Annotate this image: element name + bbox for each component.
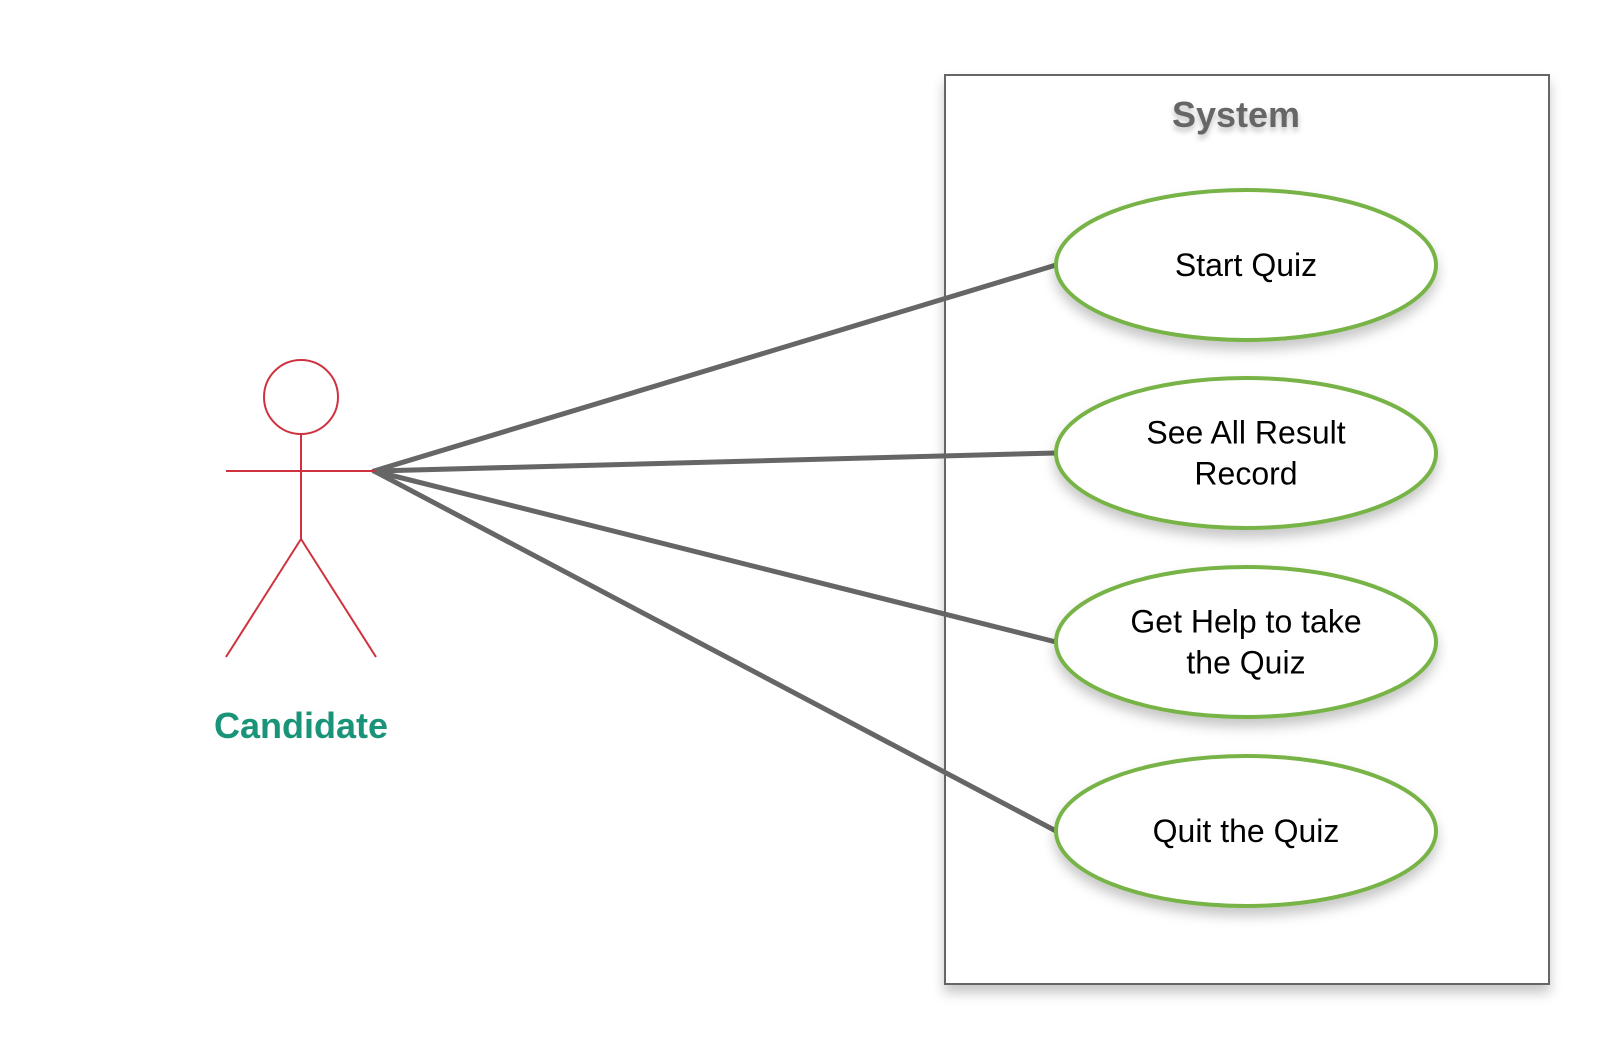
association-quit-quiz [371,468,1059,834]
actor-candidate [225,359,377,658]
system-label: System [1172,94,1300,135]
use-case-ellipse [1054,754,1438,908]
use-case-label: Get Help to take [1130,604,1361,640]
use-case-label: Record [1194,456,1297,492]
use-case-ellipse [1054,565,1438,719]
association-start-quiz [371,262,1059,474]
associations [371,262,1059,834]
use-case-label: Start Quiz [1175,247,1317,283]
use-case-quit-quiz: Quit the Quiz [1054,754,1438,908]
use-case-label: the Quiz [1186,645,1305,681]
association-get-help [371,468,1059,645]
use-case-label: Quit the Quiz [1153,813,1340,849]
association-see-all-result-record [371,450,1059,474]
actor-label: Candidate [214,705,388,746]
use-case-label: See All Result [1146,415,1345,451]
use-case-start-quiz: Start Quiz [1054,188,1438,342]
actor-head [263,359,339,435]
use-case-get-help: Get Help to take the Quiz [1054,565,1438,719]
actor-right-leg [300,538,377,658]
use-case-ellipse [1054,188,1438,342]
actor-left-leg [225,538,302,658]
use-case-ellipse [1054,376,1438,530]
